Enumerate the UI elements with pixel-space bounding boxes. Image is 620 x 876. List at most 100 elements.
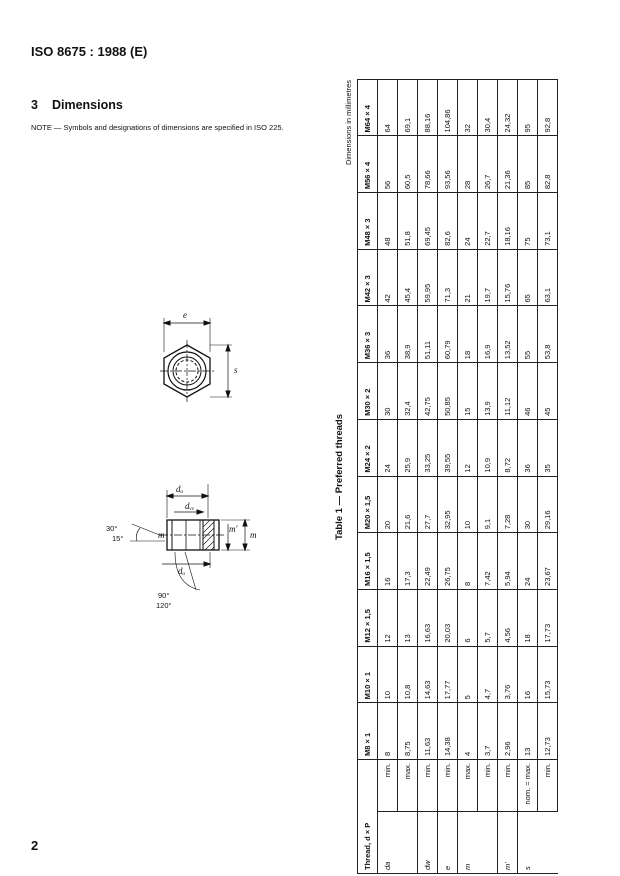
- table-cell: 21,6: [397, 476, 418, 533]
- table-cell: 5,7: [477, 589, 498, 647]
- table-cell: 53,8: [537, 306, 558, 363]
- table-cell: 78,66: [417, 135, 438, 193]
- col-header: M10 × 1: [357, 646, 378, 703]
- table-cell: 8,75: [397, 702, 418, 760]
- row-limit: min.: [477, 759, 498, 812]
- table-cell: 88,16: [417, 79, 438, 136]
- table-cell: 11,12: [497, 362, 518, 420]
- page-number: 2: [31, 838, 39, 853]
- table-cell: 10,9: [477, 419, 498, 477]
- table-cell: 19,7: [477, 249, 498, 306]
- row-limit: min.: [417, 759, 438, 812]
- col-header: M30 × 2: [357, 362, 378, 420]
- table-cell: 92,8: [537, 79, 558, 136]
- table-cell: 104,86: [437, 79, 458, 136]
- table-cell: 51,11: [417, 306, 438, 363]
- table-cell: 13,52: [497, 306, 518, 363]
- table-cell: 4,56: [497, 589, 518, 647]
- table-cell: 36: [377, 306, 398, 363]
- label-m-small: m: [158, 530, 165, 540]
- table-cell: 30: [517, 476, 538, 533]
- table-units: Dimensions in millimetres: [344, 80, 353, 166]
- table-cell: 27,7: [417, 476, 438, 533]
- table-cell: 22,49: [417, 532, 438, 590]
- table-cell: 20,03: [437, 589, 458, 647]
- table-cell: 3,76: [497, 646, 518, 703]
- table-cell: 18: [457, 306, 478, 363]
- table-cell: 30,4: [477, 79, 498, 136]
- table-1-rotated: Table 1 — Preferred threads Dimensions i…: [331, 79, 597, 874]
- table-cell: 65: [517, 249, 538, 306]
- label-e: e: [183, 310, 187, 320]
- label-angle-30: 30°: [106, 524, 117, 533]
- table-cell: 21,36: [497, 135, 518, 193]
- table-cell: 2,96: [497, 702, 518, 760]
- table-cell: 16,9: [477, 306, 498, 363]
- table-cell: 45: [537, 362, 558, 420]
- row-limit: min.: [437, 759, 458, 812]
- table-cell: 82,6: [437, 192, 458, 250]
- table-cell: 38,9: [397, 306, 418, 363]
- table-cell: 59,95: [417, 249, 438, 306]
- label-da-top: dₐ: [176, 484, 184, 494]
- table-cell: 32,95: [437, 476, 458, 533]
- table-cell: 64: [377, 79, 398, 136]
- note-text: NOTE — Symbols and designations of dimen…: [31, 123, 284, 132]
- label-angle-90: 90°: [158, 591, 169, 600]
- table-cell: 30: [377, 362, 398, 420]
- row-limit: nom. = max.: [517, 759, 538, 812]
- table-cell: 17,77: [437, 646, 458, 703]
- table-cell: 39,55: [437, 419, 458, 477]
- section-title: Dimensions: [51, 98, 123, 112]
- label-m-prime: m': [229, 524, 238, 534]
- row-limit: min.: [497, 759, 518, 812]
- table-cell: 10,8: [397, 646, 418, 703]
- table-cell: 13,9: [477, 362, 498, 420]
- table-cell: 12: [377, 589, 398, 647]
- table-cell: 45,4: [397, 249, 418, 306]
- table-cell: 15,73: [537, 646, 558, 703]
- row-symbol: e: [437, 811, 458, 874]
- table-cell: 16: [517, 646, 538, 703]
- label-da-bottom: dₐ: [178, 566, 186, 576]
- table-cell: 13: [397, 589, 418, 647]
- table-cell: 35: [537, 419, 558, 477]
- table-cell: 93,56: [437, 135, 458, 193]
- nut-technical-drawing: e s dₐ dᵥᵥ dₐ m m' m 30° 15° 90° 120°: [106, 310, 257, 610]
- label-s: s: [234, 365, 238, 375]
- table-cell: 75: [517, 192, 538, 250]
- table-cell: 32: [457, 79, 478, 136]
- row-symbol: m: [457, 811, 478, 874]
- table-cell: 85: [517, 135, 538, 193]
- table-cell: 14,38: [437, 702, 458, 760]
- row-limit: max.: [457, 759, 478, 812]
- table-cell: 9,1: [477, 476, 498, 533]
- row-symbol: [537, 811, 558, 874]
- table-cell: 24: [517, 532, 538, 590]
- hex-nut-side-view: [160, 519, 226, 551]
- col-header: M48 × 3: [357, 192, 378, 250]
- row-symbol: da: [377, 811, 398, 874]
- document-header: ISO 8675 : 1988 (E): [31, 44, 148, 59]
- table-cell: 32,4: [397, 362, 418, 420]
- col-header: M16 × 1,5: [357, 532, 378, 590]
- table-cell: 42,75: [417, 362, 438, 420]
- table-cell: 8: [457, 532, 478, 590]
- table-cell: 18: [517, 589, 538, 647]
- table-cell: 56: [377, 135, 398, 193]
- header-thread: Thread, d × P: [357, 759, 378, 874]
- table-cell: 7,42: [477, 532, 498, 590]
- col-header: M56 × 4: [357, 135, 378, 193]
- table-cell: 12: [457, 419, 478, 477]
- col-header: M36 × 3: [357, 306, 378, 363]
- col-header: M8 × 1: [357, 702, 378, 760]
